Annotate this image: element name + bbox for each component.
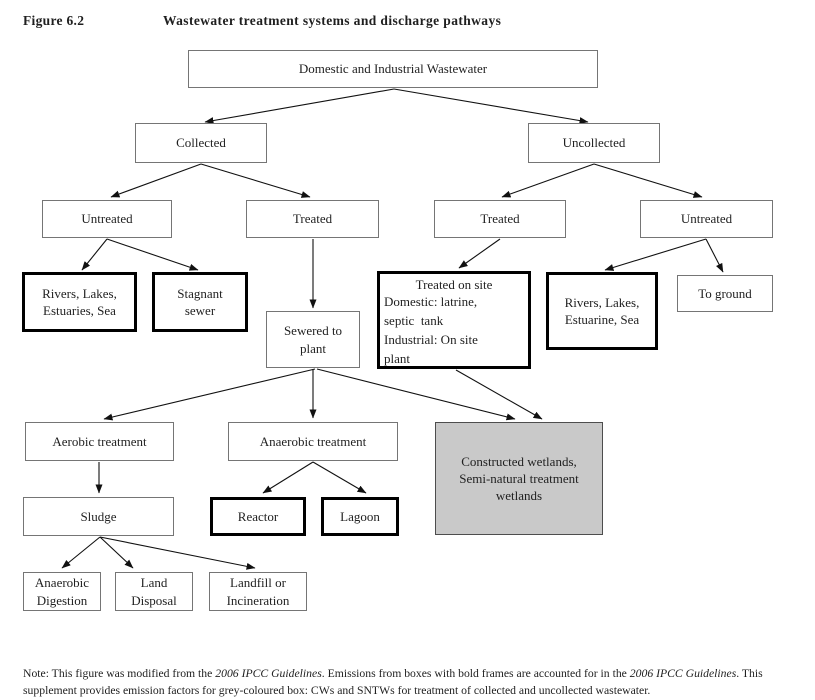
node-collected-treated: Treated xyxy=(246,200,379,238)
node-land-disposal: Land Disposal xyxy=(115,572,193,611)
edge-sludge-landdisposal xyxy=(99,536,134,569)
node-uncollected-treated: Treated xyxy=(434,200,566,238)
node-sludge: Sludge xyxy=(23,497,174,536)
note-middle: . Emissions from boxes with bold frames … xyxy=(321,666,630,680)
node-wastewater-label: Domestic and Industrial Wastewater xyxy=(298,61,488,77)
node-uncollected-untreated-label: Untreated xyxy=(680,211,733,227)
node-lagoon: Lagoon xyxy=(321,497,399,536)
node-uncollected: Uncollected xyxy=(528,123,660,163)
figure-title: Wastewater treatment systems and dischar… xyxy=(163,13,502,28)
edge-wastewater-collected xyxy=(204,88,395,124)
figure-label: Figure 6.2 xyxy=(23,13,85,28)
node-rivers-uncollected-label: Rivers, Lakes, Estuarine, Sea xyxy=(564,294,640,327)
edge-untreated-stagnant xyxy=(106,238,199,271)
node-treated-on-site-title: Treated on site xyxy=(415,277,493,292)
note-suffix: . This supplement provides emission fact… xyxy=(23,666,763,697)
node-sewered-to-plant-label: Sewered to plant xyxy=(283,323,343,356)
node-rivers-collected-label: Rivers, Lakes, Estuaries, Sea xyxy=(42,285,117,318)
edge-untreated-rivers-right xyxy=(604,238,707,271)
node-landfill-incineration: Landfill or Incineration xyxy=(209,572,307,611)
node-treated-on-site-body: Domestic: latrine, septic tank Industria… xyxy=(384,294,478,366)
node-wastewater: Domestic and Industrial Wastewater xyxy=(188,50,598,88)
edge-collected-untreated xyxy=(110,163,202,198)
node-landfill-incineration-label: Landfill or Incineration xyxy=(226,575,290,608)
node-sludge-label: Sludge xyxy=(80,508,117,524)
node-collected-untreated-label: Untreated xyxy=(81,211,133,227)
node-collected-treated-label: Treated xyxy=(292,211,333,227)
edge-anaerobic-lagoon xyxy=(312,461,367,494)
edge-uncollected-untreated xyxy=(593,163,703,198)
note-italic-1: 2006 IPCC Guidelines xyxy=(215,666,322,680)
node-land-disposal-label: Land Disposal xyxy=(131,575,177,608)
edge-collected-treated xyxy=(200,163,311,198)
edge-untreated-rivers xyxy=(81,238,108,271)
node-rivers-collected: Rivers, Lakes, Estuaries, Sea xyxy=(22,272,137,332)
edge-sewered-aerobic xyxy=(103,368,316,421)
figure-note: Note: This figure was modified from the … xyxy=(23,665,797,699)
edge-sludge-landfill xyxy=(99,536,256,570)
node-anaerobic-treatment-label: Anaerobic treatment xyxy=(259,433,367,449)
node-collected-untreated: Untreated xyxy=(42,200,172,238)
node-aerobic-treatment-label: Aerobic treatment xyxy=(52,433,147,449)
node-uncollected-label: Uncollected xyxy=(562,135,626,151)
node-lagoon-label: Lagoon xyxy=(340,508,380,524)
node-treated-on-site: Treated on site Domestic: latrine, septi… xyxy=(377,271,531,369)
node-rivers-uncollected: Rivers, Lakes, Estuarine, Sea xyxy=(546,272,658,350)
node-reactor: Reactor xyxy=(210,497,306,536)
node-stagnant-sewer-label: Stagnant sewer xyxy=(177,285,223,318)
node-reactor-label: Reactor xyxy=(237,508,279,524)
node-anaerobic-digestion-label: Anaerobic Digestion xyxy=(34,575,90,608)
node-aerobic-treatment: Aerobic treatment xyxy=(25,422,174,461)
node-uncollected-treated-label: Treated xyxy=(480,211,520,227)
node-constructed-wetlands: Constructed wetlands, Semi-natural treat… xyxy=(435,422,603,535)
edge-sewered-wetlands xyxy=(316,368,516,421)
edge-untreated-toground xyxy=(705,238,724,273)
node-to-ground-label: To ground xyxy=(698,285,752,301)
node-collected-label: Collected xyxy=(176,135,226,151)
edge-anaerobic-reactor xyxy=(262,461,314,494)
edge-wastewater-uncollected xyxy=(393,88,589,125)
node-sewered-to-plant: Sewered to plant xyxy=(266,311,360,368)
edge-onsite-wetlands xyxy=(455,369,543,420)
node-constructed-wetlands-label: Constructed wetlands, Semi-natural treat… xyxy=(459,453,579,504)
edge-uncollected-treated xyxy=(501,163,595,198)
edge-treated-onsite xyxy=(458,238,501,269)
node-anaerobic-treatment: Anaerobic treatment xyxy=(228,422,398,461)
node-anaerobic-digestion: Anaerobic Digestion xyxy=(23,572,101,611)
node-uncollected-untreated: Untreated xyxy=(640,200,773,238)
edge-sludge-digestion xyxy=(61,536,101,569)
node-stagnant-sewer: Stagnant sewer xyxy=(152,272,248,332)
note-prefix: Note: This figure was modified from the xyxy=(23,666,216,680)
node-to-ground: To ground xyxy=(677,275,773,312)
node-collected: Collected xyxy=(135,123,267,163)
note-italic-2: 2006 IPCC Guidelines xyxy=(629,666,737,680)
